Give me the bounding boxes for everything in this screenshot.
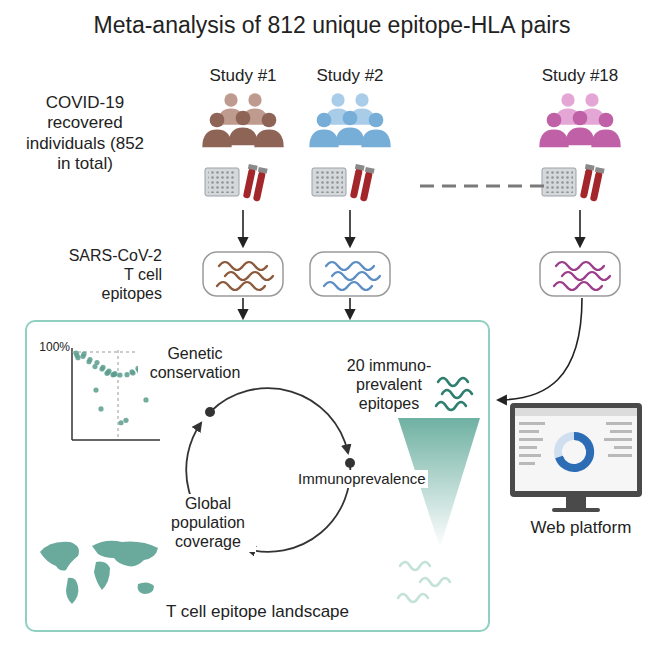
cycle-label: Genetic conservation [138,344,252,382]
world-map [40,541,158,604]
study-label: Study #18 [525,66,635,86]
flow-arrow [498,298,582,400]
epitope-label: SARS-CoV-2 T cell epitopes [62,246,162,304]
study-label: Study #1 [193,66,293,86]
people-icons [202,93,620,147]
dashed-ellipsis [420,185,552,188]
epitope-count-label: 20 immuno-prevalent epitopes [344,356,434,414]
panel-caption: T cell epitope landscape [166,602,349,630]
cycle-label: Immunoprevalence [296,470,428,488]
web-platform-monitor [510,403,642,512]
plates-tubes [205,164,605,246]
study-label: Study #2 [300,66,400,86]
epitope-capsules [203,252,620,318]
axis-label: 100% [36,340,70,354]
cycle-label: Global population coverage [160,494,256,552]
group-label: COVID-19 recovered individuals (852 in t… [20,93,150,175]
title: Meta-analysis of 812 unique epitope-HLA … [0,12,664,40]
platform-label: Web platform [516,518,646,538]
